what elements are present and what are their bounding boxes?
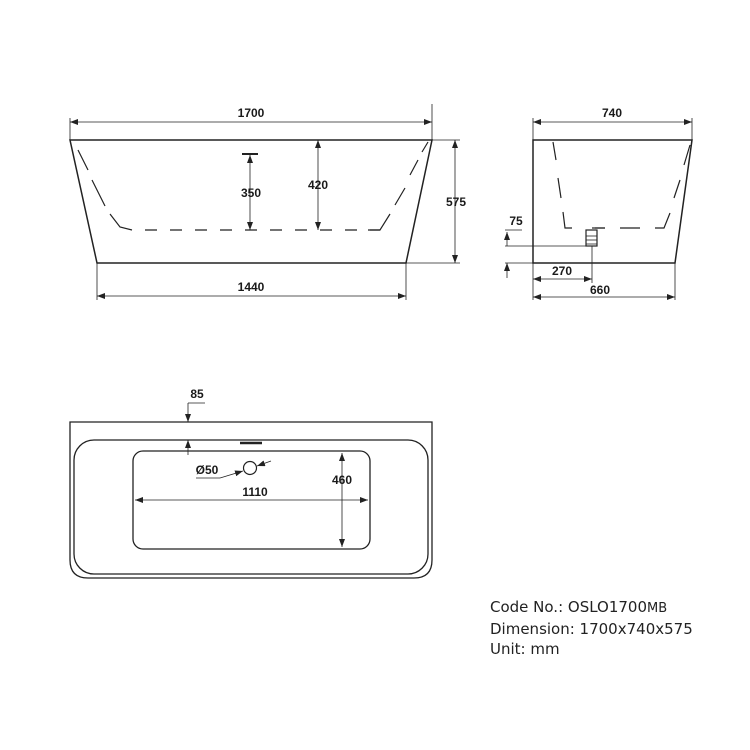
dim-740: 740 bbox=[602, 106, 622, 120]
dim-75: 75 bbox=[509, 214, 523, 228]
dim-1110: 1110 bbox=[242, 485, 268, 499]
side-view bbox=[504, 118, 693, 300]
dim-460: 460 bbox=[332, 473, 352, 487]
dim-85: 85 bbox=[190, 387, 204, 401]
dim-420: 420 bbox=[308, 178, 328, 192]
dim-350: 350 bbox=[241, 186, 261, 200]
front-view bbox=[69, 104, 460, 300]
dim-270: 270 bbox=[552, 264, 572, 278]
top-view bbox=[69, 402, 433, 579]
product-info: Code No.: OSLO1700MB Dimension: 1700x740… bbox=[490, 597, 693, 659]
dimension-label: Dimension: 1700x740x575 bbox=[490, 620, 693, 638]
dim-660: 660 bbox=[590, 283, 610, 297]
dim-575: 575 bbox=[446, 195, 466, 209]
dim-drain-diameter: Ø50 bbox=[196, 463, 219, 477]
dim-1440: 1440 bbox=[238, 280, 265, 294]
dim-1700: 1700 bbox=[238, 106, 265, 120]
unit-label: Unit: mm bbox=[490, 640, 560, 658]
code-number: Code No.: OSLO1700MB bbox=[490, 598, 668, 616]
